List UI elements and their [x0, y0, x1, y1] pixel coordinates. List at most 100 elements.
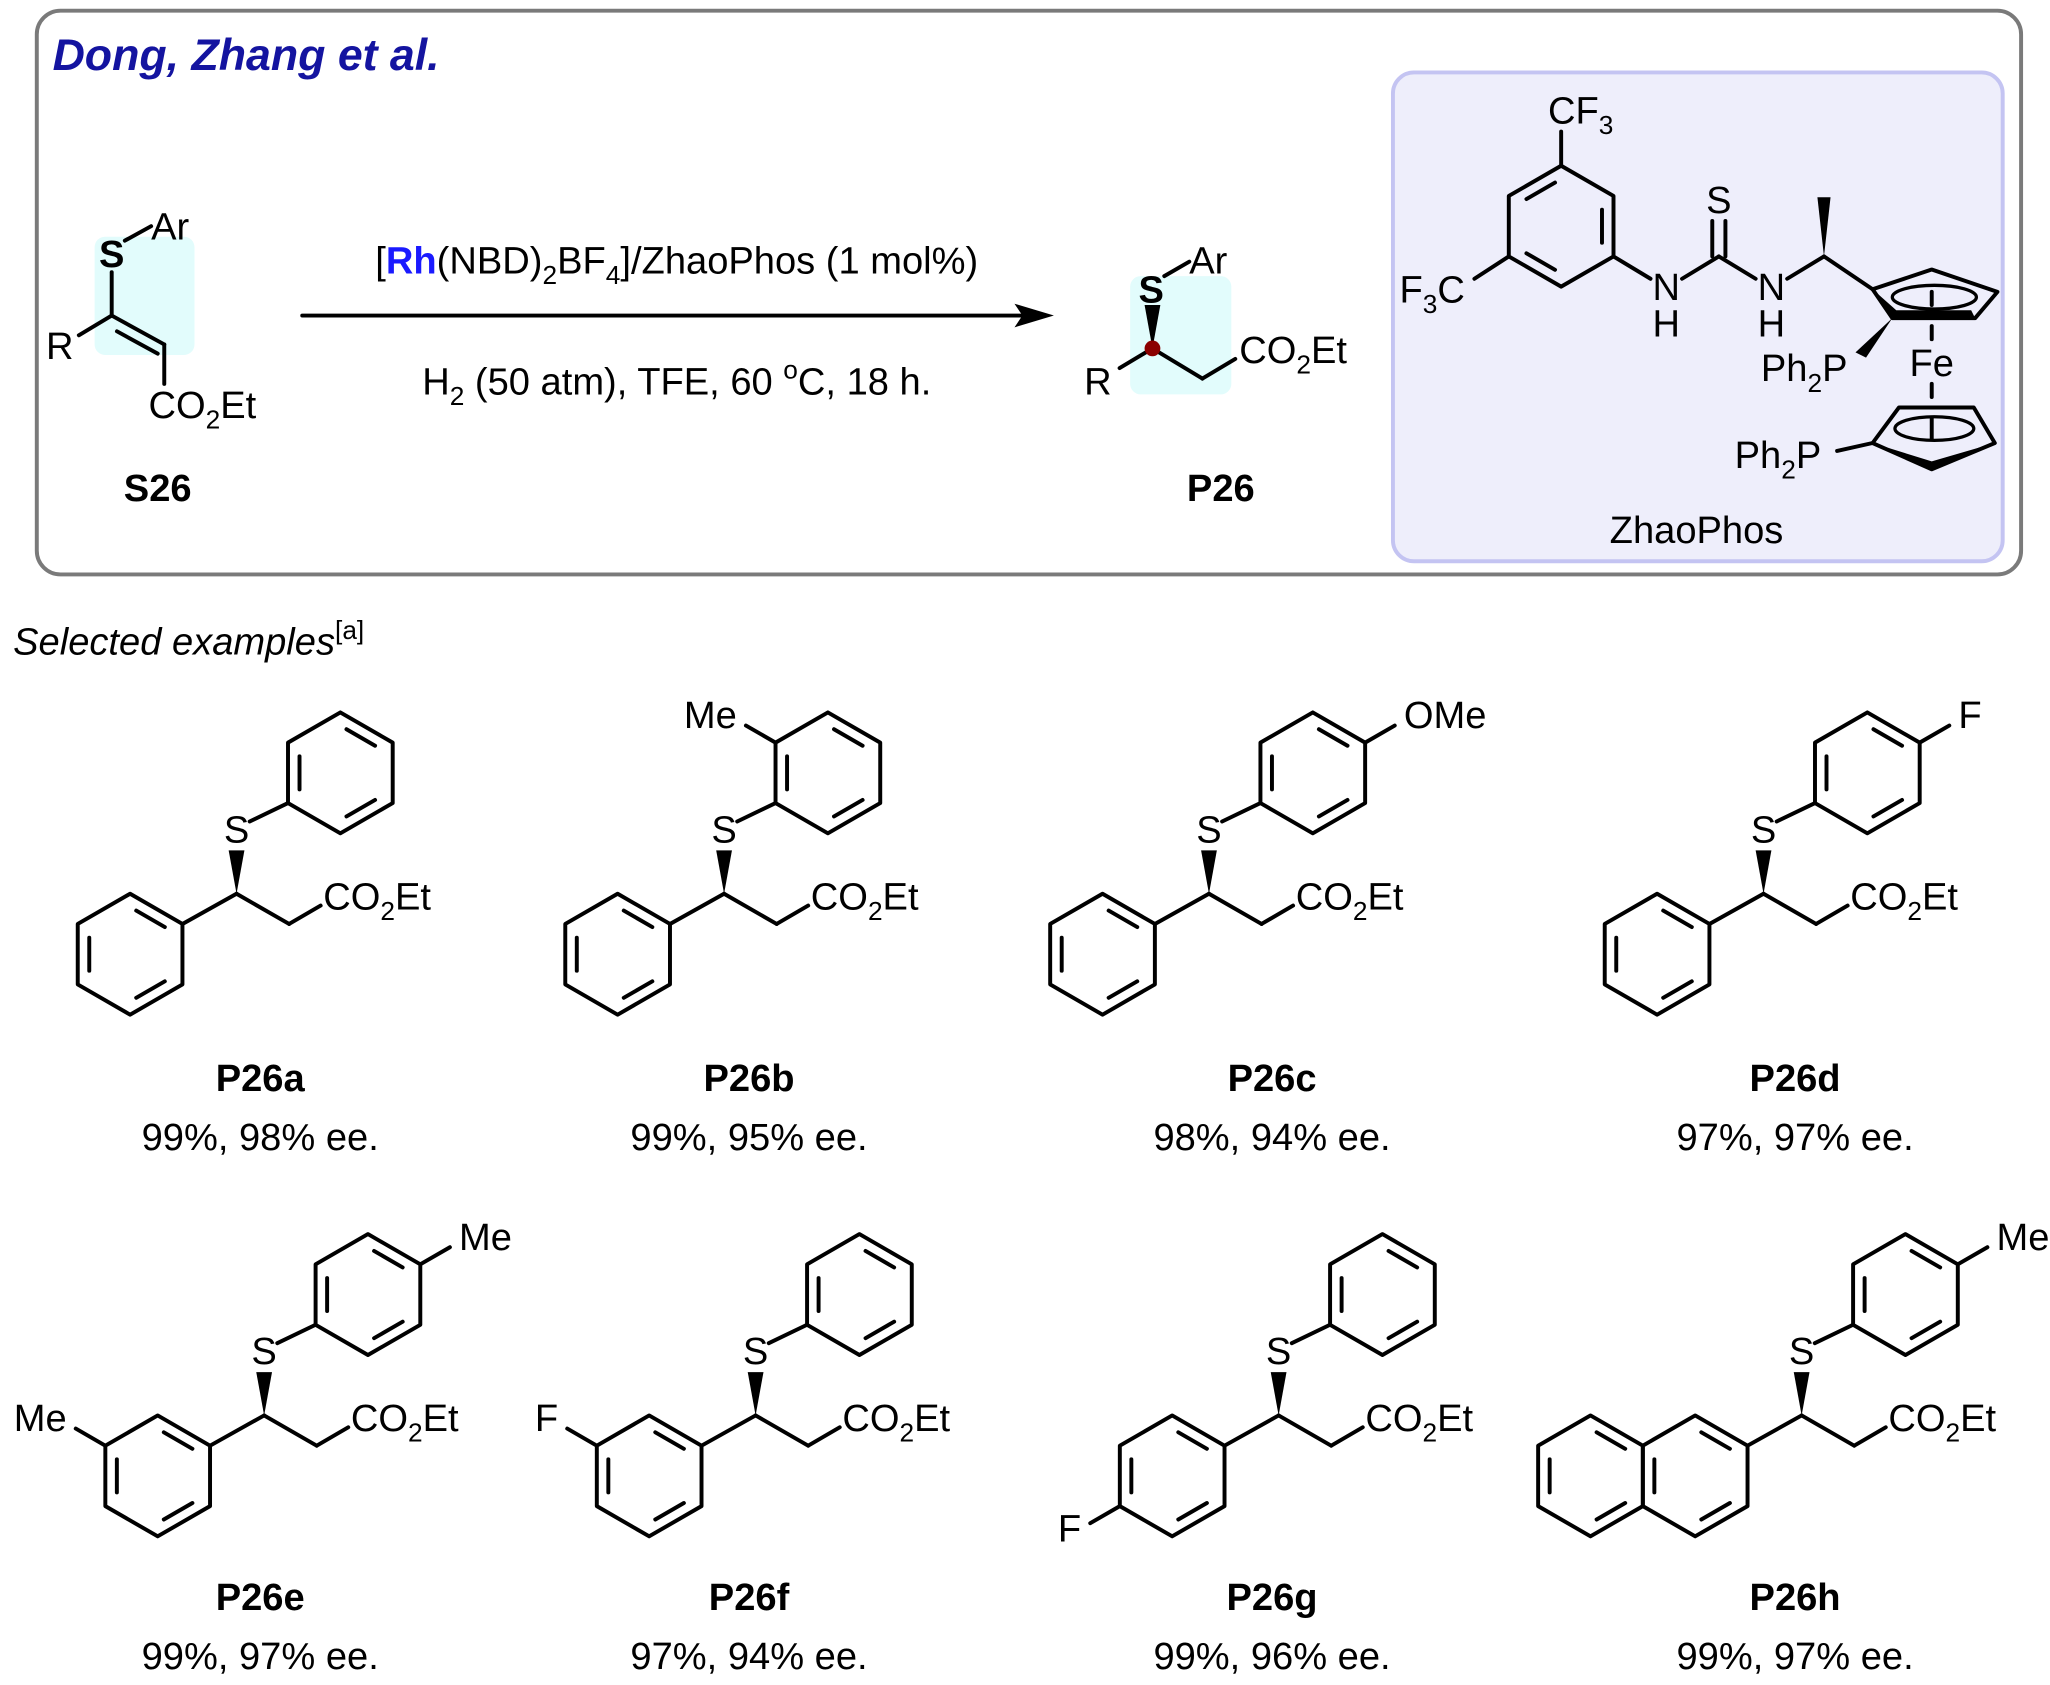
bond: [1707, 891, 1766, 926]
zhaophos-ligand: CF3 F3C S N H N H Ph2P Fe Ph2P ZhaoPhos: [1390, 70, 2005, 564]
aromatic-double-bond: [372, 1248, 405, 1270]
bond: [1222, 1413, 1281, 1448]
bond: [1799, 1413, 1857, 1448]
bond: [1150, 346, 1205, 381]
ester-label: CO2Et: [811, 877, 919, 927]
bond: [1716, 254, 1758, 281]
benzene-ring: [1640, 1413, 1750, 1539]
wedge-bond: [1817, 197, 1831, 257]
ester-et: Et: [395, 877, 431, 919]
ring-outline: [1536, 1413, 1645, 1539]
ring-outline: [1851, 1232, 1960, 1357]
compound-name: P26e: [216, 1577, 305, 1619]
bond: [1814, 903, 1850, 926]
bond: [668, 891, 727, 926]
ester-co: CO: [323, 877, 380, 919]
ring-outline: [103, 1413, 213, 1539]
aromatic-double-bond: [1594, 1501, 1628, 1522]
reaction-arrow: [300, 303, 1054, 328]
hydrogen-1: H: [1653, 304, 1681, 346]
compound-name: P26c: [1228, 1058, 1317, 1100]
cyclopentadienyl-ring: [1870, 267, 2000, 321]
aromatic-double-bond: [1909, 1248, 1943, 1270]
compound-name: P26g: [1227, 1577, 1318, 1619]
ring-outline: [1813, 710, 1922, 836]
aromatic-double-bond: [1386, 1248, 1420, 1270]
benzene-ring: [1048, 891, 1157, 1017]
ring-outline: [75, 891, 185, 1017]
aryl-label: Ar: [1189, 240, 1227, 282]
bond: [735, 801, 778, 824]
benzene-ring: [1536, 1413, 1645, 1539]
bond: [247, 801, 290, 824]
ester-et: Et: [914, 1398, 950, 1440]
bond: [1835, 441, 1875, 453]
bond: [275, 1322, 318, 1346]
bond: [109, 313, 167, 347]
yield-ee: 99%, 95% ee.: [630, 1117, 867, 1159]
cp-ring-circle: [1890, 283, 1979, 311]
bond: [722, 891, 779, 926]
wedge-bond: [1144, 305, 1161, 349]
ring-outline: [1117, 1413, 1227, 1539]
substituent-label: F: [535, 1398, 558, 1440]
wedge-bond: [256, 1372, 273, 1416]
aromatic-double-bond: [832, 797, 865, 819]
wedge-bond: [747, 1372, 764, 1416]
ester-label: CO2Et: [323, 877, 431, 927]
aromatic-double-bond: [653, 1501, 686, 1522]
hydrogen-2: H: [1758, 304, 1786, 346]
aromatic-double-bond: [1909, 1319, 1943, 1341]
ester-label: CO2Et: [1850, 877, 1958, 927]
ring-outline: [313, 1232, 423, 1357]
ester-et: Et: [883, 877, 919, 919]
sulfur-atom: S: [1751, 810, 1776, 852]
compound-label-s26: S26: [124, 468, 192, 510]
bond: [1761, 891, 1819, 926]
aromatic-double-bond: [134, 908, 167, 930]
scheme-title: Dong, Zhang et al.: [53, 31, 440, 80]
aromatic-double-bond: [1524, 251, 1558, 272]
ester-label: CO2Et: [351, 1398, 459, 1448]
ester-label: CO2Et: [1888, 1398, 1996, 1448]
cp-ring-circle: [1893, 415, 1976, 443]
bond: [122, 224, 154, 243]
ester-label: CO2Et: [1296, 877, 1404, 927]
bond: [1259, 903, 1296, 926]
r-label: R: [1084, 361, 1112, 403]
ester-co: CO: [1365, 1398, 1422, 1440]
bond: [774, 903, 811, 926]
ester-co: CO: [351, 1398, 408, 1440]
aromatic-double-bond: [1524, 180, 1558, 202]
substituent-bond: [1917, 723, 1952, 745]
benzene-ring: [75, 891, 185, 1017]
nitrogen-2: N: [1758, 267, 1786, 309]
ester-subscript: 2: [380, 896, 395, 926]
bond: [180, 891, 239, 926]
f3c-label: F3C: [1400, 269, 1465, 319]
ester-subscript: 2: [1353, 896, 1368, 926]
benzene-ring: [805, 1232, 914, 1357]
benzene-ring: [594, 1413, 704, 1539]
ester-co: CO: [811, 877, 868, 919]
benzene-ring: [1328, 1232, 1437, 1357]
substituent-label: F: [1058, 1509, 1081, 1551]
bond: [1611, 254, 1653, 281]
aromatic-double-bond: [161, 1430, 195, 1451]
bond: [1200, 356, 1238, 381]
product-p26: S Ar R CO2Et P26: [1084, 240, 1347, 509]
ester-et: Et: [423, 1398, 459, 1440]
ring-outline: [1506, 163, 1616, 289]
bond: [262, 1413, 319, 1448]
benzene-ring: [1851, 1232, 1960, 1357]
ester-label: CO2Et: [148, 385, 256, 435]
aromatic-double-bond: [832, 727, 865, 748]
wedge-bond: [1270, 1372, 1287, 1416]
bond: [1162, 259, 1192, 279]
ester-co: CO: [1888, 1398, 1945, 1440]
aromatic-double-bond: [863, 1248, 897, 1270]
benzene-ring: [313, 1232, 423, 1357]
bond: [1276, 1413, 1334, 1448]
aromatic-double-bond: [1661, 979, 1694, 1000]
